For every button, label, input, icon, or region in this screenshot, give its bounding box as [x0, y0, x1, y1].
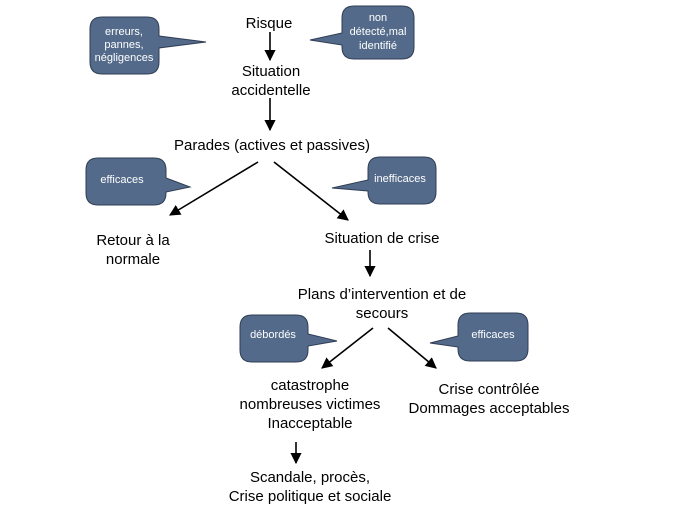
callout-efficaces-1-shape	[85, 157, 192, 206]
callout-debordes-text: débordés	[250, 329, 296, 341]
callout-erreurs-text-line-3: négligences	[95, 52, 154, 64]
node-scandale-line-2: Crise politique et sociale	[229, 488, 392, 505]
callout-efficaces-2-text-line-1: efficaces	[471, 329, 515, 341]
node-parades-line-1: Parades (actives et passives)	[174, 137, 370, 154]
node-crise-controlee-line-2: Dommages acceptables	[409, 400, 570, 417]
node-retour-normale-line-1: Retour à la	[96, 232, 170, 249]
node-risque-line-1: Risque	[246, 15, 293, 32]
arrow-plans-to-crise-controlee	[387, 327, 437, 369]
callout-debordes-text-line-1: débordés	[250, 329, 296, 341]
callout-non-detecte: non détecté,mal identifié	[309, 5, 415, 60]
callout-inefficaces-shape	[331, 156, 437, 205]
callout-erreurs-text-line-2: pannes,	[104, 39, 143, 51]
node-catastrophe-line-1: catastrophe	[271, 377, 349, 394]
node-situation-accidentelle: Situation accidentelle	[231, 63, 310, 99]
node-catastrophe-line-2: nombreuses victimes	[240, 396, 381, 413]
callout-erreurs-shape	[89, 16, 207, 75]
callout-erreurs: erreurs,pannes,négligences	[89, 16, 207, 75]
node-risque: Risque	[246, 15, 293, 32]
node-retour-normale: Retour à la normale	[96, 232, 170, 268]
node-scandale: Scandale, procès, Crise politique et soci…	[229, 469, 392, 505]
node-plans-intervention-line-2: secours	[356, 305, 409, 322]
arrow-parades-to-crise	[273, 161, 349, 221]
callout-debordes: débordés	[239, 314, 338, 363]
arrow-parades-to-retour	[169, 161, 259, 216]
callout-efficaces-2: efficaces	[429, 312, 529, 362]
node-situation-accidentelle-line-1: Situation	[242, 63, 300, 80]
callout-erreurs-text-line-1: erreurs,	[105, 26, 143, 38]
callout-non-detecte-text-line-1: non	[369, 12, 387, 24]
node-scandale-line-1: Scandale, procès,	[250, 469, 370, 486]
callout-non-detecte-shape	[309, 5, 415, 60]
callout-efficaces-1-text: efficaces	[100, 174, 144, 186]
node-plans-intervention: Plans d’intervention et de secours	[298, 286, 466, 322]
arrows	[169, 32, 437, 465]
callout-efficaces-2-text: efficaces	[471, 329, 515, 341]
callout-efficaces-1-text-line-1: efficaces	[100, 174, 144, 186]
callout-efficaces-1: efficaces	[85, 157, 192, 206]
node-situation-accidentelle-line-2: accidentelle	[231, 82, 310, 99]
callout-non-detecte-text-line-2: détecté,mal	[350, 26, 407, 38]
node-situation-crise-line-1: Situation de crise	[324, 230, 439, 247]
callout-inefficaces-text: inefficaces	[374, 173, 426, 185]
node-catastrophe-line-3: Inacceptable	[267, 415, 352, 432]
node-crise-controlee-line-1: Crise contrôlée	[439, 381, 540, 398]
callout-erreurs-text: erreurs,pannes,négligences	[95, 26, 154, 64]
callout-non-detecte-text-line-3: identifié	[359, 40, 397, 52]
arrow-plans-to-catastrophe	[321, 327, 374, 369]
node-parades: Parades (actives et passives)	[174, 137, 370, 154]
callout-efficaces-2-shape	[429, 312, 529, 362]
callout-inefficaces-text-line-1: inefficaces	[374, 173, 426, 185]
callout-inefficaces: inefficaces	[331, 156, 437, 205]
node-retour-normale-line-2: normale	[106, 251, 160, 268]
callout-non-detecte-text: non détecté,mal identifié	[350, 12, 407, 52]
node-plans-intervention-line-1: Plans d’intervention et de	[298, 286, 466, 303]
callout-debordes-shape	[239, 314, 338, 363]
node-situation-crise: Situation de crise	[324, 230, 439, 247]
